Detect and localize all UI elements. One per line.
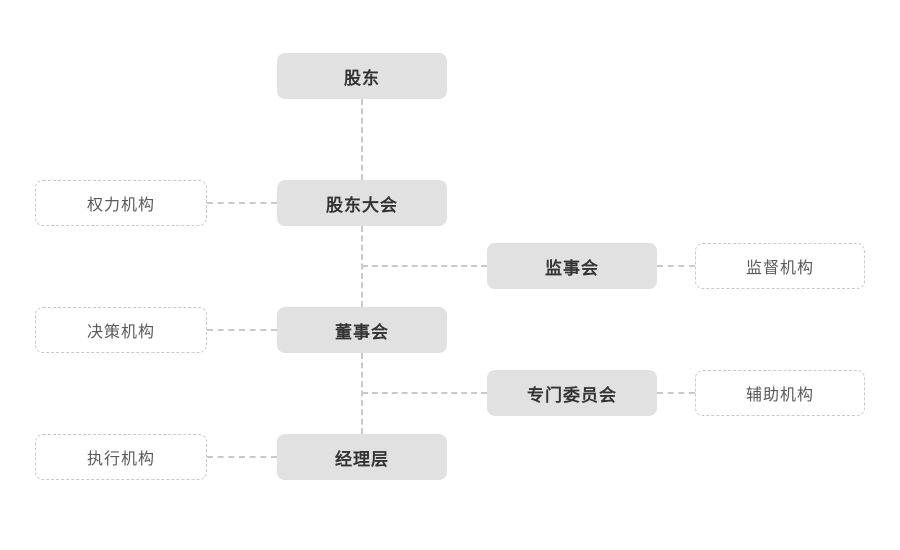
connector-decision-organ-to-board	[207, 329, 277, 331]
connector-supervisory-board-to-organ	[657, 265, 695, 267]
node-management-level: 经理层	[277, 434, 447, 480]
node-board-of-directors: 董事会	[277, 307, 447, 353]
connector-trunk-to-supervisory-board	[362, 265, 487, 267]
connector-power-organ-to-meeting	[207, 202, 277, 204]
role-power-organ: 权力机构	[35, 180, 207, 226]
node-shareholders-meeting: 股东大会	[277, 180, 447, 226]
node-supervisory-board: 监事会	[487, 243, 657, 289]
role-auxiliary-organ: 辅助机构	[695, 370, 865, 416]
role-supervisory-organ: 监督机构	[695, 243, 865, 289]
connector-trunk-to-special-committees	[362, 392, 487, 394]
connector-committees-to-auxiliary-organ	[657, 392, 695, 394]
role-decision-organ: 决策机构	[35, 307, 207, 353]
node-shareholders: 股东	[277, 53, 447, 99]
node-special-committees: 专门委员会	[487, 370, 657, 416]
role-executive-organ: 执行机构	[35, 434, 207, 480]
connector-executive-organ-to-management	[207, 456, 277, 458]
connector-shareholders-to-meeting	[361, 99, 363, 180]
